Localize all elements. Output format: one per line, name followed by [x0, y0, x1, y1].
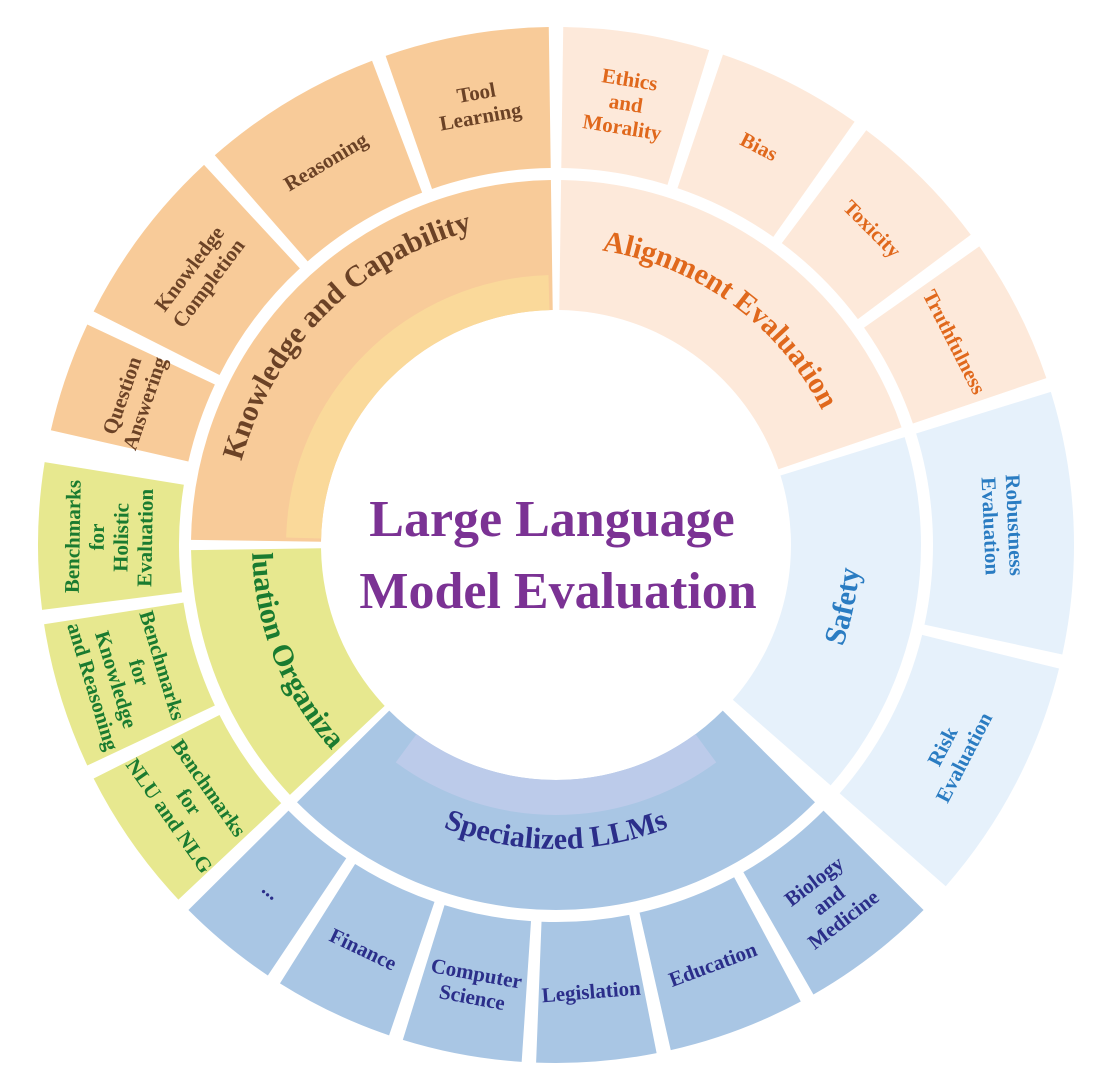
alignment-child-segment [864, 246, 1047, 424]
specialized-child-segment [402, 905, 532, 1062]
knowledge-accent-band [286, 275, 550, 539]
diagram-title-line-2: Model Evaluation [359, 563, 756, 620]
safety-child-segment [916, 391, 1075, 655]
alignment-segment [559, 180, 902, 470]
organization-segment [191, 548, 385, 795]
specialized-child-segment [639, 877, 801, 1051]
diagram-title-line-1: Large Language [369, 491, 734, 548]
specialized-child-segment [279, 864, 435, 1036]
specialized-child-segment [743, 810, 924, 995]
organization-child-label: BenchmarksforHolisticEvaluation [60, 480, 158, 595]
alignment-child-segment [781, 130, 971, 320]
specialized-child-segment [536, 914, 657, 1063]
alignment-child-segment [561, 27, 710, 185]
knowledge-child-segment [93, 164, 300, 376]
knowledge-child-segment [214, 60, 423, 262]
knowledge-child-segment [385, 27, 551, 189]
safety-child-label: RobustnessEvaluation [976, 474, 1029, 578]
specialized-child-segment [188, 810, 347, 976]
organization-child-segment [93, 714, 282, 900]
organization-child-segment [37, 462, 184, 610]
alignment-child-segment [677, 54, 855, 237]
safety-child-segment [839, 634, 1060, 887]
safety-segment [732, 437, 921, 786]
knowledge-child-segment [50, 324, 215, 462]
organization-child-segment [44, 602, 215, 766]
specialized-accent-band [395, 734, 717, 815]
